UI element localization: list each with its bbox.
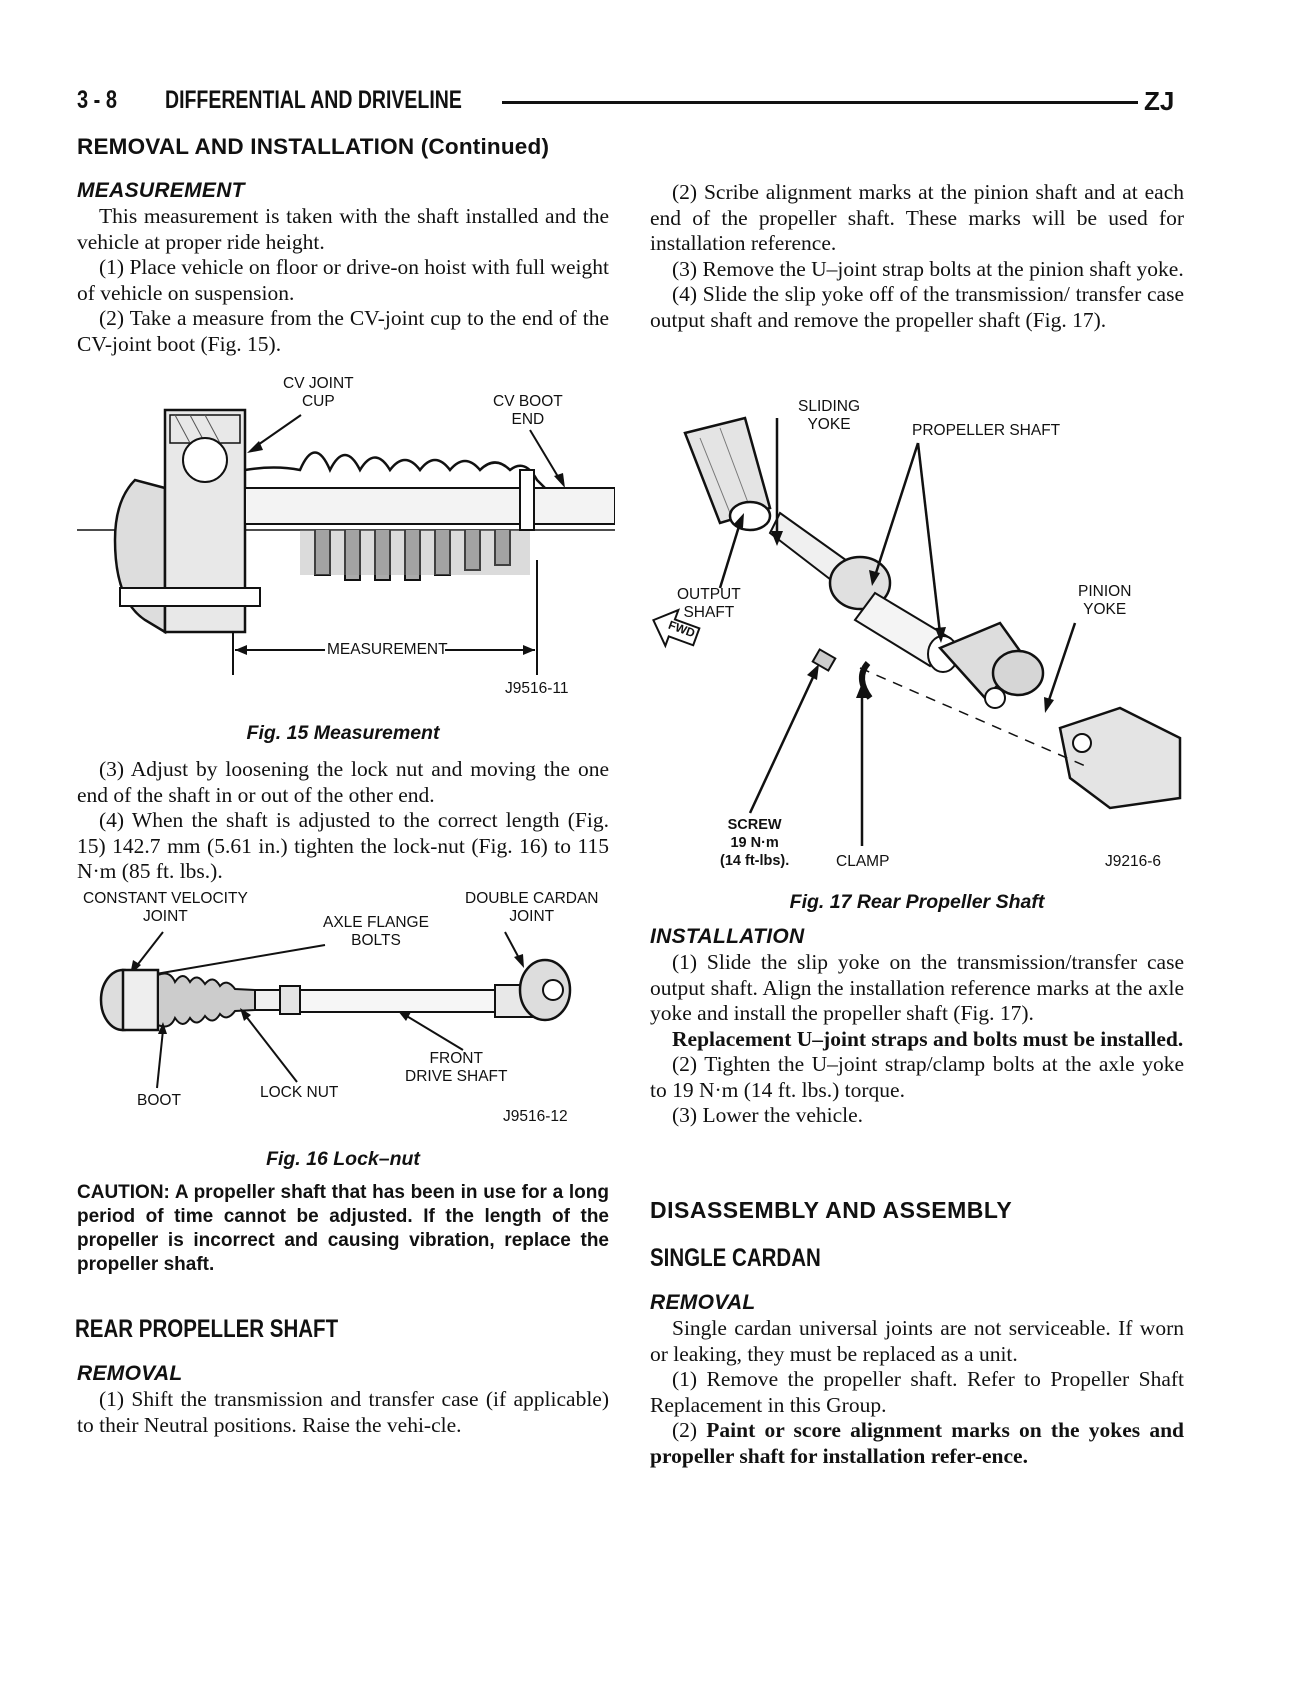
label-line: JOINT	[509, 908, 555, 925]
label-line: END	[511, 411, 545, 428]
rear-propeller-shaft-heading: REAR PROPELLER SHAFT	[75, 1315, 339, 1343]
figure-code: J9516-11	[505, 680, 569, 697]
paragraph: (2) Take a measure from the CV-joint cup…	[77, 306, 609, 356]
disassembly-heading: DISASSEMBLY AND ASSEMBLY	[650, 1197, 1013, 1223]
label-line: SHAFT	[683, 604, 735, 621]
label-line: CUP	[301, 393, 335, 410]
label-line: 19 N·m	[730, 835, 779, 851]
figure-15-caption: Fig. 15 Measurement	[246, 722, 440, 744]
installation-text: (1) Slide the slip yoke on the transmiss…	[650, 950, 1184, 1129]
paragraph: (3) Lower the vehicle.	[672, 1103, 864, 1127]
label-measurement: MEASUREMENT	[327, 641, 448, 658]
label-double-cardan-joint: DOUBLE CARDAN JOINT	[465, 890, 599, 926]
paragraph: (2) Scribe alignment marks at the pinion…	[650, 180, 1184, 255]
paragraph: (2) Paint or score alignment marks on th…	[650, 1418, 1184, 1469]
removal-heading: REMOVAL	[77, 1362, 183, 1385]
label-line: CONSTANT VELOCITY	[83, 890, 248, 907]
paragraph: (2) Tighten the U–joint strap/clamp bolt…	[650, 1052, 1184, 1102]
caution-note: CAUTION: A propeller shaft that has been…	[77, 1182, 609, 1275]
label-line: YOKE	[1083, 601, 1127, 618]
figure-code: J9216-6	[1105, 853, 1162, 870]
figure-16: CONSTANT VELOCITY JOINT AXLE FLANGE BOLT…	[75, 890, 615, 1140]
figure-15: CV JOINT CUP CV BOOT END MEASUR	[75, 370, 615, 760]
label-screw: SCREW 19 N·m (14 ft-lbs).	[720, 816, 789, 870]
label-lock-nut: LOCK NUT	[260, 1084, 339, 1101]
paragraph: Replacement U–joint straps and bolts mus…	[672, 1026, 1184, 1051]
section-title: REMOVAL AND INSTALLATION (Continued)	[77, 134, 550, 159]
page-number: 3 - 8	[77, 86, 118, 114]
paragraph: (1) Shift the transmission and transfer …	[77, 1387, 609, 1437]
label-front-drive-shaft: FRONT DRIVE SHAFT	[405, 1050, 507, 1086]
paragraph: (4) When the shaft is adjusted to the co…	[77, 808, 609, 883]
label-cv-joint-cup: CV JOINT CUP	[283, 375, 354, 411]
measurement-text: This measurement is taken with the shaft…	[77, 204, 609, 357]
label-line: SLIDING	[798, 398, 861, 415]
label-axle-flange-bolts: AXLE FLANGE BOLTS	[323, 914, 429, 950]
chapter-title: DIFFERENTIAL AND DRIVELINE	[165, 86, 462, 114]
measurement-heading: MEASUREMENT	[77, 179, 245, 202]
single-cardan-removal-text: Single cardan universal joints are not s…	[650, 1316, 1184, 1469]
installation-heading: INSTALLATION	[650, 925, 805, 948]
label-line: DRIVE SHAFT	[405, 1068, 508, 1085]
cv-joint-illustration	[77, 408, 615, 675]
label-pinion-yoke: PINION YOKE	[1078, 583, 1131, 619]
label-boot: BOOT	[137, 1092, 181, 1109]
figure-17-caption: Fig. 17 Rear Propeller Shaft	[789, 891, 1045, 913]
label-line: OUTPUT	[677, 586, 741, 603]
paragraph: (1) Remove the propeller shaft. Refer to…	[650, 1367, 1184, 1417]
label-line: FRONT	[429, 1050, 483, 1067]
figure-16-caption: Fig. 16 Lock–nut	[266, 1148, 420, 1170]
label-sliding-yoke: SLIDING YOKE	[798, 398, 860, 434]
paragraph: (3) Remove the U–joint strap bolts at th…	[672, 256, 1184, 281]
label-line: YOKE	[807, 416, 851, 433]
label-line: AXLE FLANGE	[323, 914, 429, 931]
rear-propeller-shaft-illustration	[652, 416, 1182, 846]
removal-continued-text: (2) Scribe alignment marks at the pinion…	[650, 180, 1184, 333]
paragraph: This measurement is taken with the shaft…	[77, 204, 609, 254]
paragraph: (1) Place vehicle on floor or drive-on h…	[77, 255, 609, 305]
figure-code: J9516-12	[503, 1108, 568, 1125]
label-cv-boot-end: CV BOOT END	[493, 393, 563, 429]
bold-instruction: Paint or score alignment marks on the yo…	[650, 1418, 1184, 1468]
paragraph: (4) Slide the slip yoke off of the trans…	[650, 282, 1184, 332]
paragraph: (3) Adjust by loosening the lock nut and…	[77, 757, 609, 807]
paragraph: (1) Slide the slip yoke on the transmiss…	[650, 950, 1184, 1025]
step-number: (2)	[672, 1418, 698, 1442]
paragraph: Single cardan universal joints are not s…	[650, 1316, 1184, 1366]
label-line: CV BOOT	[493, 393, 563, 410]
label-propeller-shaft: PROPELLER SHAFT	[912, 422, 1061, 439]
model-code: ZJ	[1144, 86, 1175, 116]
label-constant-velocity-joint: CONSTANT VELOCITY JOINT	[83, 890, 248, 926]
label-line: SCREW	[727, 817, 782, 833]
single-cardan-heading: SINGLE CARDAN	[650, 1244, 821, 1272]
label-line: (14 ft-lbs).	[720, 853, 790, 869]
label-line: CV JOINT	[283, 375, 354, 392]
label-line: BOLTS	[351, 932, 401, 949]
removal-text: (1) Shift the transmission and transfer …	[77, 1387, 609, 1438]
label-clamp: CLAMP	[836, 853, 890, 870]
label-line: DOUBLE CARDAN	[465, 890, 599, 907]
figure-17: SLIDING YOKE PROPELLER SHAFT	[650, 398, 1190, 928]
label-line: PINION	[1078, 583, 1132, 600]
header-rule	[502, 101, 1138, 104]
front-drive-shaft-illustration	[99, 931, 572, 1089]
adjust-text: (3) Adjust by loosening the lock nut and…	[77, 757, 609, 885]
label-line: JOINT	[143, 908, 188, 925]
removal-heading-right: REMOVAL	[650, 1291, 756, 1314]
label-output-shaft: OUTPUT SHAFT	[677, 586, 741, 622]
